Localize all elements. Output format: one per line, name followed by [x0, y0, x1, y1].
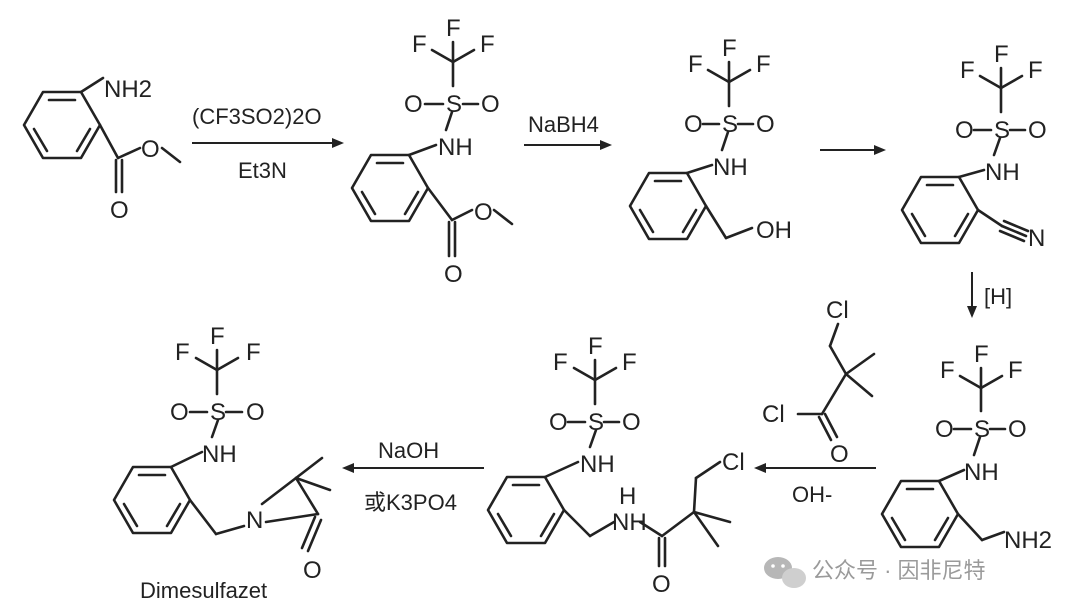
atom-nh: NH: [438, 134, 473, 161]
molecule-benzylamine: NH S O O F F F NH2: [880, 341, 1052, 554]
product-name: Dimesulfazet: [140, 578, 267, 603]
atom-f: F: [756, 51, 771, 78]
atom-f: F: [246, 339, 261, 366]
atom-o: O: [652, 571, 671, 598]
atom-o: O: [549, 409, 568, 436]
atom-oh: OH: [756, 217, 792, 244]
molecule-triflamide-ester: NH S O O F F F O O: [350, 15, 514, 288]
atom-f: F: [1008, 357, 1023, 384]
reagent-label: 或K3PO4: [364, 490, 457, 515]
atom-f: F: [622, 349, 637, 376]
reaction-arrow-5: OH-: [754, 463, 876, 507]
reagent-label: Et3N: [238, 158, 287, 183]
atom-n: N: [246, 507, 263, 534]
atom-f: F: [412, 31, 427, 58]
atom-f: F: [974, 341, 989, 368]
atom-o: O: [935, 416, 954, 443]
reagent-label: NaOH: [378, 438, 439, 463]
atom-s: S: [588, 409, 604, 436]
atom-cl: Cl: [722, 449, 745, 476]
atom-f: F: [175, 339, 190, 366]
atom-n: N: [1028, 225, 1045, 252]
atom-f: F: [1028, 57, 1043, 84]
atom-f: F: [588, 333, 603, 360]
atom-f: F: [210, 323, 225, 350]
molecule-methyl-anthranilate: NH2 O O: [22, 76, 182, 224]
atom-h: H: [619, 483, 636, 510]
reaction-arrow-2: NaBH4: [524, 112, 612, 150]
atom-o: O: [444, 261, 463, 288]
atom-n: NH2: [104, 76, 152, 103]
atom-o: O: [622, 409, 641, 436]
atom-nh: NH: [985, 159, 1020, 186]
watermark-text: 公众号 · 因非尼特: [812, 558, 986, 583]
atom-f: F: [553, 349, 568, 376]
atom-f: F: [940, 357, 955, 384]
atom-f: F: [722, 35, 737, 62]
atom-o: O: [110, 197, 129, 224]
atom-s: S: [974, 416, 990, 443]
atom-o: O: [684, 111, 703, 138]
molecule-chloropivalamide: NH S O O F F F NH H O Cl: [486, 333, 745, 598]
reagent-label: (CF3SO2)2O: [192, 104, 322, 129]
atom-f: F: [480, 31, 495, 58]
atom-o: O: [1028, 117, 1047, 144]
atom-o: O: [404, 91, 423, 118]
atom-f: F: [446, 15, 461, 42]
atom-o: O: [830, 441, 849, 468]
atom-f: F: [994, 41, 1009, 68]
atom-s: S: [446, 91, 462, 118]
reaction-arrow-1: (CF3SO2)2O Et3N: [192, 104, 344, 183]
molecule-benzyl-alcohol: NH S O O F F F OH: [628, 35, 792, 244]
atom-o: O: [1008, 416, 1027, 443]
atom-cl: Cl: [826, 297, 849, 324]
atom-nh: NH: [580, 451, 615, 478]
atom-o: O: [303, 557, 322, 584]
atom-nh: NH: [202, 441, 237, 468]
atom-f: F: [960, 57, 975, 84]
atom-cl: Cl: [762, 401, 785, 428]
atom-o: O: [141, 136, 160, 163]
atom-nh: NH: [964, 459, 999, 486]
atom-nh2: NH2: [1004, 527, 1052, 554]
reaction-arrow-3: [820, 145, 886, 155]
atom-o: O: [481, 91, 500, 118]
reagent-label: NaBH4: [528, 112, 599, 137]
atom-o: O: [474, 199, 493, 226]
atom-o: O: [756, 111, 775, 138]
atom-s: S: [994, 117, 1010, 144]
atom-o: O: [170, 399, 189, 426]
atom-s: S: [722, 111, 738, 138]
wechat-icon: [764, 557, 806, 588]
atom-nh: NH: [713, 154, 748, 181]
watermark: 公众号 · 因非尼特: [764, 557, 986, 588]
molecule-benzonitrile: NH S O O F F F N: [900, 41, 1047, 252]
reagent-label: OH-: [792, 482, 832, 507]
atom-o: O: [246, 399, 265, 426]
atom-o: O: [955, 117, 974, 144]
atom-f: F: [688, 51, 703, 78]
reaction-arrow-6: NaOH 或K3PO4: [342, 438, 484, 515]
reaction-arrow-4: [H]: [967, 272, 1012, 318]
reagent-chloropivaloyl-chloride: Cl Cl O: [762, 297, 876, 468]
atom-s: S: [210, 399, 226, 426]
molecule-dimesulfazet: NH S O O F F F N O Dimesulfazet: [112, 323, 332, 603]
reagent-label: [H]: [984, 284, 1012, 309]
